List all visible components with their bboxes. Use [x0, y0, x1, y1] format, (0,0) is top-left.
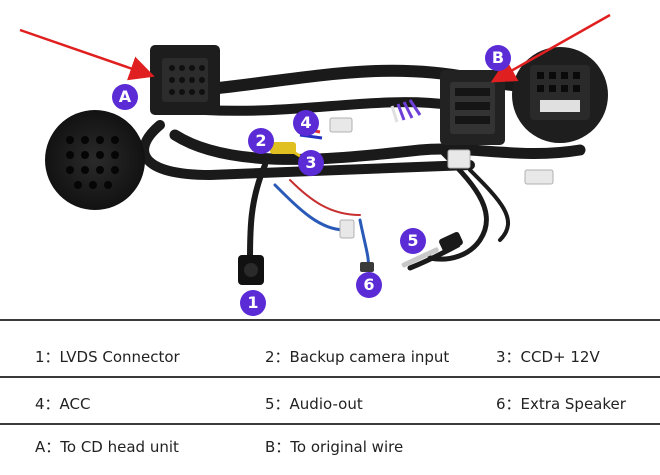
arrow-to-connector-a — [19, 28, 155, 81]
legend-table: 1：LVDS Connector 2：Backup camera input 3… — [0, 318, 660, 475]
rca-yellow-plug — [270, 142, 296, 154]
legend-item-a: A：To CD head unit — [35, 438, 179, 456]
badge-2: 2 — [248, 128, 274, 154]
connector-a-closeup — [45, 110, 145, 210]
legend-item-1: 1：LVDS Connector — [35, 348, 180, 366]
connector-a — [150, 45, 220, 115]
badge-a: A — [112, 84, 138, 110]
legend-item-3: 3：CCD+ 12V — [496, 348, 600, 366]
connector-b — [440, 70, 505, 145]
legend-item-5: 5：Audio-out — [265, 395, 363, 413]
legend-rule-mid — [0, 376, 660, 378]
legend-item-2: 2：Backup camera input — [265, 348, 450, 366]
legend-item-6: 6：Extra Speaker — [496, 395, 626, 413]
arrow-to-connector-b — [490, 13, 611, 83]
connector-b-closeup — [512, 47, 608, 143]
lvds-plug — [238, 255, 264, 285]
legend-item-b: B：To original wire — [265, 438, 404, 456]
badge-3: 3 — [298, 150, 324, 176]
legend-rule-top — [0, 319, 660, 321]
wiring-harness-photo — [19, 13, 611, 285]
badge-1: 1 — [240, 290, 266, 316]
audio-jack — [401, 231, 463, 268]
badge-4: 4 — [293, 110, 319, 136]
small-plugs — [329, 117, 554, 239]
legend-rule-bottom — [0, 423, 660, 425]
legend-item-4: 4：ACC — [35, 395, 91, 413]
badge-b: B — [485, 45, 511, 71]
speaker-terminal — [360, 262, 374, 272]
badge-5: 5 — [400, 228, 426, 254]
badge-6: 6 — [356, 272, 382, 298]
